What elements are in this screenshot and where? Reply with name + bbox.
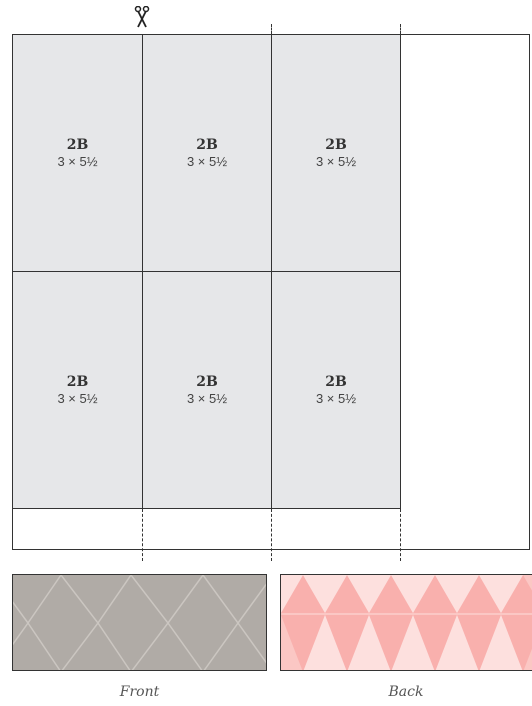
card-code: 2B xyxy=(325,373,347,390)
card-size: 3 × 5½ xyxy=(315,153,357,169)
triangles-top-light xyxy=(281,575,523,613)
card-size: 3 × 5½ xyxy=(186,390,228,406)
card-size: 3 × 5½ xyxy=(315,390,357,406)
scissors-icon xyxy=(134,6,150,28)
card-cell: 2B 3 × 5½ xyxy=(271,34,401,272)
cut-guide-bottom-2 xyxy=(142,509,143,561)
card-code: 2B xyxy=(66,373,89,390)
triangles-top xyxy=(281,575,532,613)
triangles-bottom-light xyxy=(303,615,523,670)
card-cell: 2B 3 × 5½ xyxy=(12,271,143,509)
triangles-bottom xyxy=(281,615,532,670)
card-cell: 2B 3 × 5½ xyxy=(271,271,401,509)
front-swatch-fill xyxy=(13,575,266,670)
front-paper-swatch xyxy=(12,574,267,671)
card-code: 2B xyxy=(196,136,218,153)
cut-guide-top-4 xyxy=(400,24,401,34)
card-size: 3 × 5½ xyxy=(57,390,98,406)
cut-guide-top-3 xyxy=(271,24,272,34)
card-code: 2B xyxy=(325,136,347,153)
front-caption: Front xyxy=(119,684,160,700)
card-code: 2B xyxy=(66,136,89,153)
card-cell: 2B 3 × 5½ xyxy=(12,34,143,272)
card-size: 3 × 5½ xyxy=(57,153,98,169)
diamond-lines xyxy=(13,575,266,670)
card-cell: 2B 3 × 5½ xyxy=(142,34,272,272)
cut-guide-bottom-3 xyxy=(271,509,272,561)
card-size: 3 × 5½ xyxy=(186,153,228,169)
card-cell: 2B 3 × 5½ xyxy=(142,271,272,509)
back-paper-swatch xyxy=(280,574,532,671)
card-grid: 2B 3 × 5½ 2B 3 × 5½ 2B 3 × 5½ 2B 3 × 5½ … xyxy=(12,34,401,509)
card-code: 2B xyxy=(196,373,218,390)
diamond-pattern xyxy=(13,575,266,670)
cut-guide-bottom-4 xyxy=(400,509,401,561)
back-caption: Back xyxy=(388,684,424,700)
triangle-pattern xyxy=(281,575,532,670)
